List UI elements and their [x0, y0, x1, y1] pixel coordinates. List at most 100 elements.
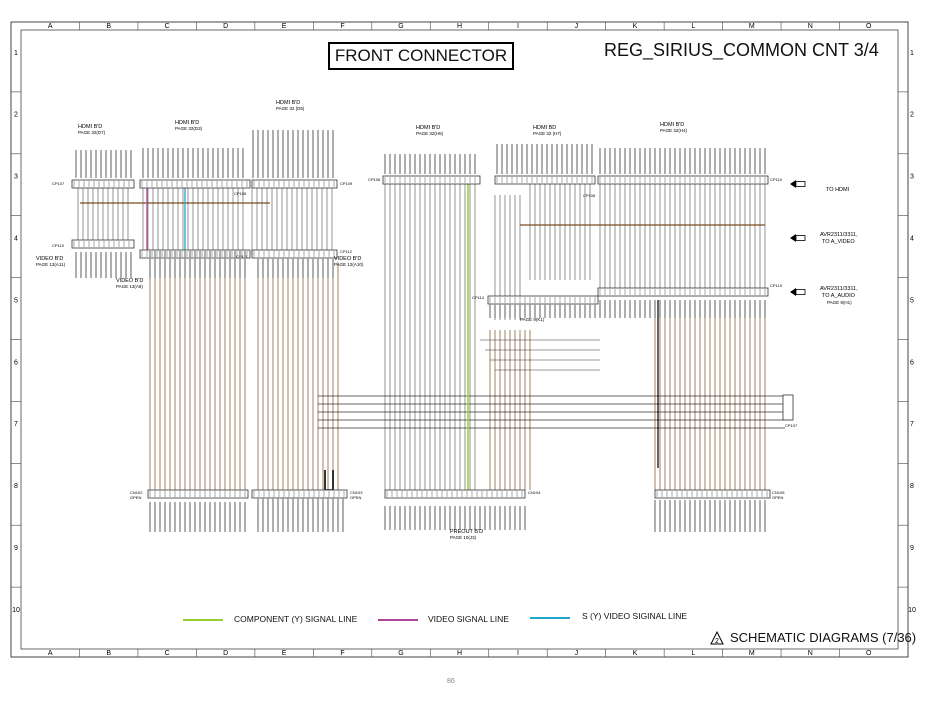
grid-col-label: L: [691, 650, 695, 657]
sheet-title: REG_SIRIUS_COMMON CNT 3/4: [604, 40, 879, 60]
connector-blocks: CP107CP110CP109CP112CP105CP111CP106CP108…: [52, 130, 798, 532]
connector-block: [251, 179, 338, 189]
grid-col-label: H: [457, 23, 462, 30]
board-name: VIDEO B'D: [116, 278, 143, 284]
board-page-ref: PAGE 32(H4): [660, 128, 688, 133]
connector-block: [597, 175, 769, 185]
board-page-ref: PAGE 32(D3): [175, 126, 203, 131]
board-page-ref: PAGE 32 (H7): [533, 131, 562, 136]
grid-row-label: 8: [14, 483, 18, 490]
board-page-ref: PAGE 13(A11): [36, 262, 66, 267]
grid-col-label: I: [517, 23, 519, 30]
grid-col-label: G: [398, 650, 403, 657]
connector-label: CN105: [772, 490, 785, 495]
grid-col-label: K: [633, 650, 638, 657]
connector-block: [147, 489, 249, 499]
connector-label: CP114: [472, 295, 485, 300]
grid-col-label: J: [575, 23, 579, 30]
connector-block: [251, 489, 348, 499]
grid-row-label: 10: [12, 607, 20, 614]
board-page-ref: PAGE 9(K1): [520, 317, 545, 322]
outer-frame: [10, 21, 909, 658]
arrow-body: [795, 235, 806, 241]
arrow-body: [795, 289, 806, 295]
front-connector-title: FRONT CONNECTOR: [328, 42, 514, 70]
connector-block: [494, 175, 596, 185]
board-name: VIDEO B'D: [36, 256, 63, 262]
avr-audio-label: TO A_AUDIO: [822, 293, 856, 299]
grid-col-label: O: [866, 23, 872, 30]
grid-row-label: 5: [14, 297, 18, 304]
connector-block: [384, 489, 526, 499]
connector-label: CP106: [368, 177, 381, 182]
grid-row-label: 8: [910, 483, 914, 490]
connector-block: [139, 179, 251, 189]
connector-label: CP115: [770, 283, 783, 288]
connector-label: CP109: [340, 181, 353, 186]
grid-row-label: 4: [14, 235, 18, 242]
grid-col-label: F: [340, 23, 344, 30]
board-page-ref: PAGE 32(D7): [78, 130, 106, 135]
board-page-ref: PAGE 10(J3): [450, 535, 477, 540]
grid-row-label: 7: [14, 421, 18, 428]
board-page-ref: PAGE 32(H6): [416, 131, 444, 136]
grid-row-label: 7: [910, 421, 914, 428]
connector-block: [382, 175, 481, 185]
grid-col-label: A: [48, 650, 53, 657]
avr-video-label: AVR2311/3311,: [820, 232, 858, 238]
grid-row-label: 6: [14, 359, 18, 366]
grid-col-label: A: [48, 23, 53, 30]
left-arrow-icon: [790, 234, 796, 242]
left-arrow-icon: [790, 288, 796, 296]
grid-row-label: 9: [910, 545, 914, 552]
connector-block: [251, 249, 338, 259]
legend-component-label: COMPONENT (Y) SIGNAL LINE: [234, 614, 358, 624]
grid-col-label: C: [165, 23, 170, 30]
inner-frame: [20, 29, 899, 650]
grid-col-label: D: [223, 650, 228, 657]
wire-bundle: [77, 178, 785, 491]
grid-col-label: E: [282, 23, 287, 30]
grid-row-label: 2: [910, 112, 914, 119]
grid-col-label: K: [633, 23, 638, 30]
schematic-diagrams-title: SCHEMATIC DIAGRAMS (7/36): [730, 630, 917, 645]
board-name: HDMI B'D: [416, 125, 440, 131]
board-name: HDMI B'D: [78, 124, 102, 130]
grid-col-label: D: [223, 23, 228, 30]
avr-video-label: TO A_VIDEO: [822, 239, 855, 245]
board-name: VIDEO B'D: [334, 256, 361, 262]
grid-col-label: G: [398, 23, 403, 30]
board-name: HDMI BD: [533, 125, 556, 131]
grid-row-label: 10: [908, 607, 916, 614]
connector-label: CP110: [52, 243, 65, 248]
grid-col-label: J: [575, 650, 579, 657]
connector-label: CN104: [528, 490, 541, 495]
grid-col-label: M: [749, 650, 755, 657]
connector-label: OPEN: [130, 495, 141, 500]
connector-label: CN103: [350, 490, 363, 495]
grid-col-label: E: [282, 650, 287, 657]
grid-col-label: N: [808, 23, 813, 30]
legend-video-label: VIDEO SIGNAL LINE: [428, 614, 509, 624]
legend-svideo-line: [530, 617, 570, 619]
grid-col-label: N: [808, 650, 813, 657]
legend-video-line: [378, 619, 418, 621]
board-name: PREOUT B'D: [450, 529, 483, 535]
grid-row-label: 3: [910, 174, 914, 181]
board-name: HDMI B'D: [175, 120, 199, 126]
connector-label: CP111: [236, 254, 248, 259]
connector-label: OPEN: [350, 495, 361, 500]
arrow-body: [795, 181, 806, 187]
grid-col-label: O: [866, 650, 872, 657]
avr-audio-page-ref: PAGE 9(H1): [827, 300, 852, 305]
board-page-ref: PAGE 13(A10): [334, 262, 364, 267]
connector-label: CP112: [340, 249, 353, 254]
grid-row-label: 1: [14, 50, 18, 57]
connector-block: [71, 239, 135, 249]
grid-row-label: 4: [910, 235, 914, 242]
legend-component-line: [183, 619, 223, 621]
grid-row-label: 5: [910, 297, 914, 304]
